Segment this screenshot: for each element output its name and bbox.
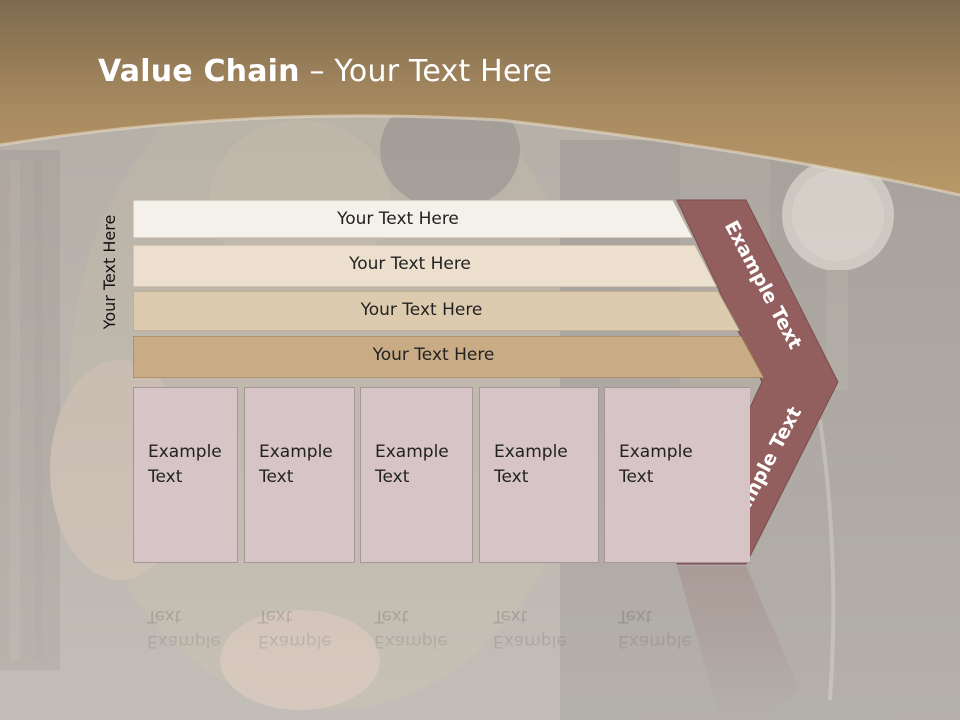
card-2-line2: Text bbox=[259, 467, 294, 487]
card-1-line2: Text bbox=[148, 467, 183, 487]
card-1: Example Text bbox=[133, 387, 238, 563]
header-band bbox=[0, 0, 960, 197]
card-2-line1: Example bbox=[259, 442, 333, 462]
title-bold: Value Chain bbox=[98, 54, 300, 89]
bar-4: Your Text Here bbox=[133, 336, 764, 378]
bar-3-label: Your Text Here bbox=[360, 300, 483, 320]
card-2: Example Text bbox=[244, 387, 355, 563]
card-3-line2: Text bbox=[375, 467, 410, 487]
card-3-line1: Example bbox=[375, 442, 449, 462]
card-3: Example Text bbox=[360, 387, 473, 563]
bar-2: Your Text Here bbox=[133, 245, 717, 287]
bar-1: Your Text Here bbox=[133, 200, 693, 238]
bar-2-label: Your Text Here bbox=[349, 254, 471, 274]
card-4-line2: Text bbox=[494, 467, 529, 487]
card-5-line2: Text bbox=[619, 467, 654, 487]
slide-title: Value Chain – Your Text Here bbox=[98, 54, 552, 89]
card-4: Example Text bbox=[479, 387, 599, 563]
card-4-line1: Example bbox=[494, 442, 568, 462]
bar-4-label: Your Text Here bbox=[372, 345, 495, 365]
bar-3: Your Text Here bbox=[133, 291, 740, 331]
title-rest: – Your Text Here bbox=[299, 54, 553, 89]
card-5: Example Text bbox=[604, 387, 750, 563]
card-1-line1: Example bbox=[148, 442, 222, 462]
bar-1-label: Your Text Here bbox=[337, 209, 459, 229]
card-5-line1: Example bbox=[619, 442, 693, 462]
